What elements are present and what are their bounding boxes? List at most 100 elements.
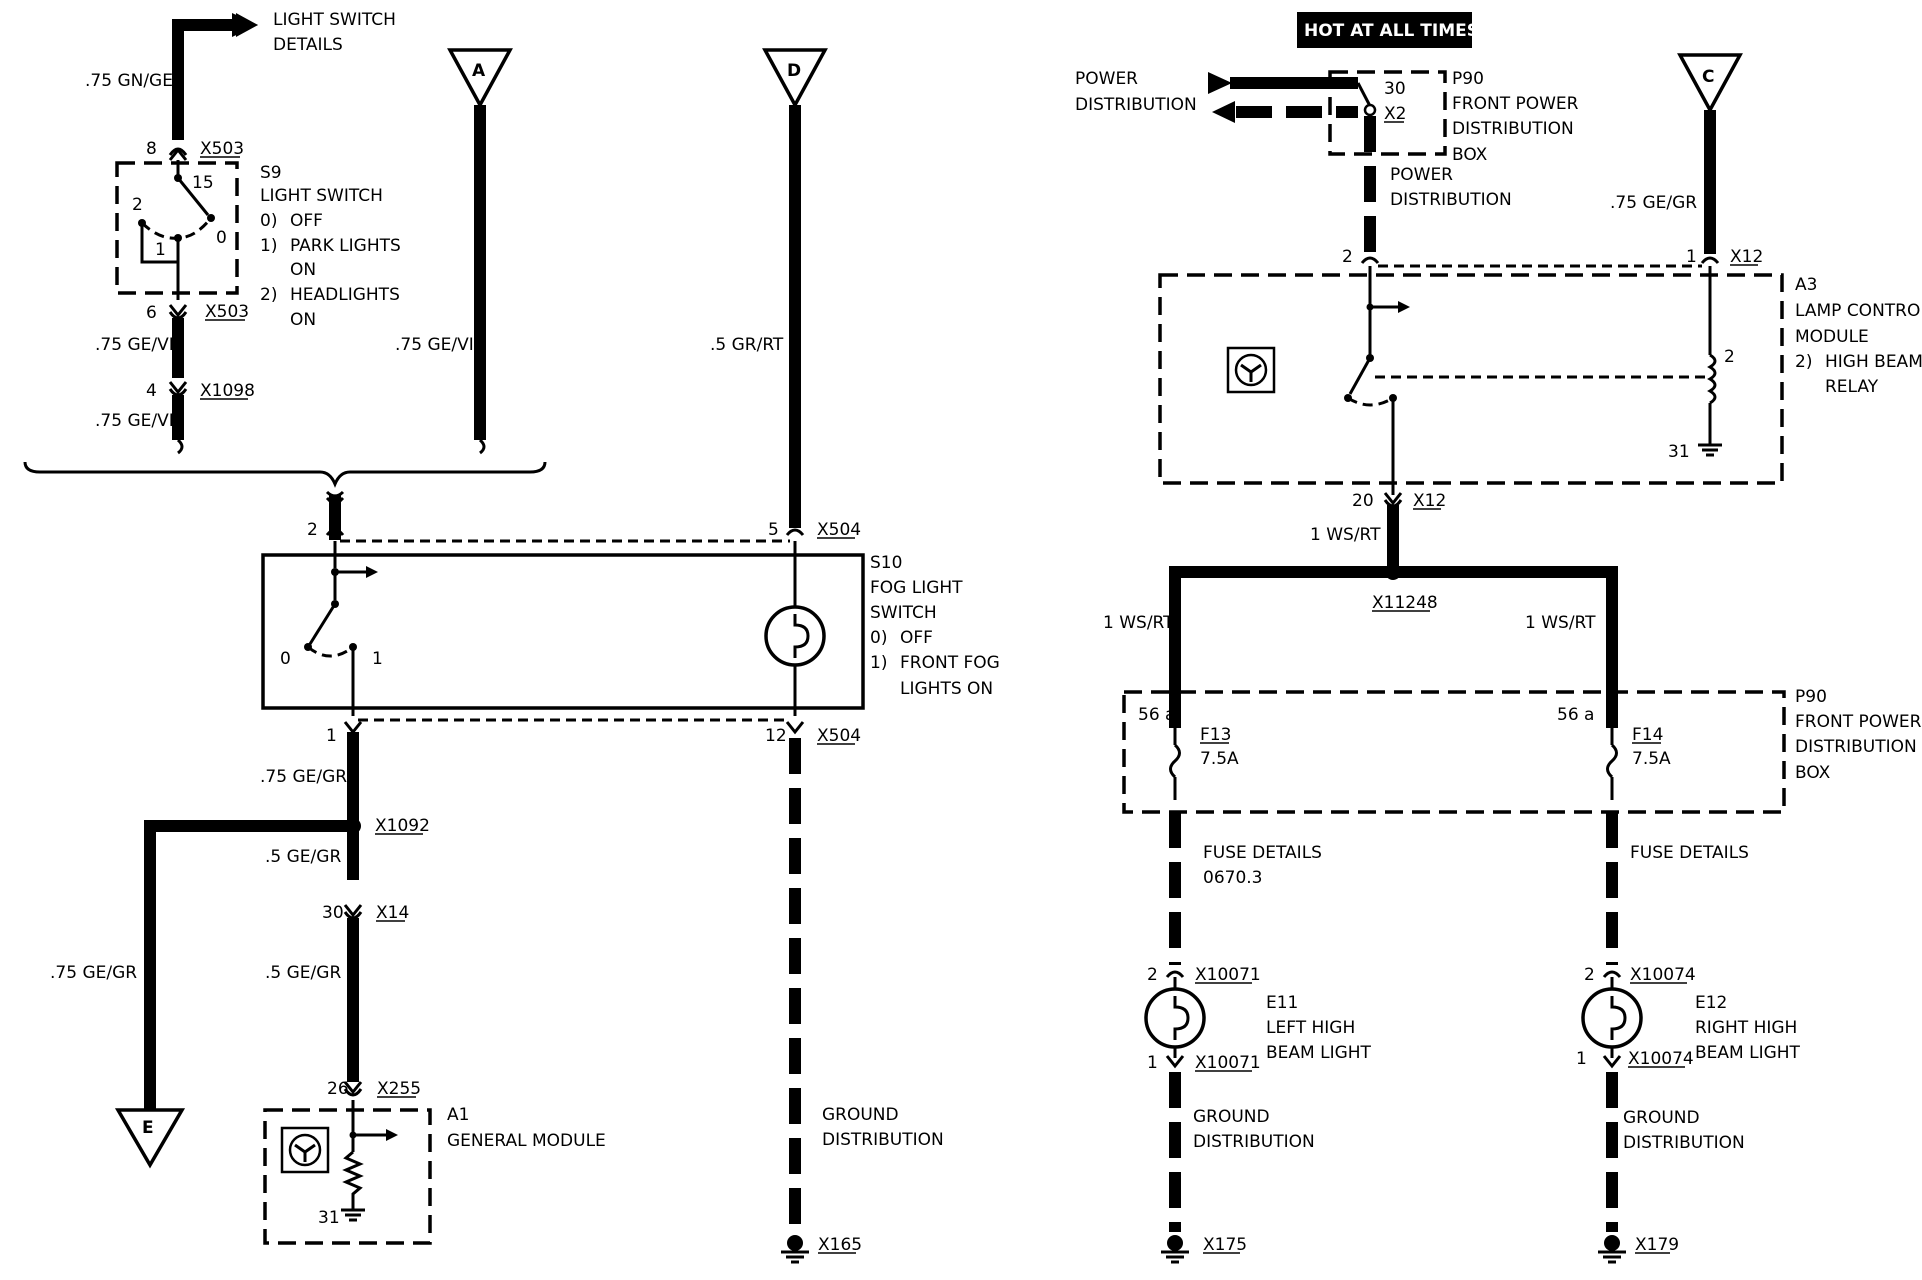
resistor-icon — [342, 1150, 364, 1210]
a1-name: GENERAL MODULE — [447, 1131, 606, 1151]
wire-label-ws-rt-main: 1 WS/RT — [1310, 525, 1381, 545]
connector-x175: X175 — [1203, 1235, 1247, 1255]
pin-56a-right: 56 a — [1557, 705, 1594, 725]
wire-label-ge-gr-c: .75 GE/GR — [1610, 193, 1697, 213]
offpage-e-label: E — [142, 1118, 154, 1138]
connector-x10074-top: X10074 — [1630, 965, 1696, 985]
wire-label-ge-vi-a: .75 GE/VI — [395, 335, 474, 355]
pin-1-e12: 1 — [1576, 1049, 1587, 1069]
ground-icon — [341, 1208, 365, 1222]
ground-distribution-label-2: DISTRIBUTION — [822, 1130, 944, 1150]
s9-pos-2: 2 — [132, 195, 143, 215]
connector-x1098-icon — [168, 381, 188, 397]
p90-fuse-name-3: BOX — [1795, 763, 1831, 783]
wire-label-ge-gr-5b: .5 GE/GR — [265, 963, 341, 983]
pin-2-s10: 2 — [307, 520, 318, 540]
fuse-f14-icon — [1606, 743, 1618, 779]
wire-label-ws-rt-left: 1 WS/RT — [1103, 613, 1174, 633]
pin-30-x14: 30 — [322, 903, 344, 923]
s9-state-2-text: HEADLIGHTS — [290, 285, 400, 305]
wire-label-ge-vi-2: .75 GE/VI — [95, 411, 174, 431]
power-distribution-down-label-1: POWER — [1390, 165, 1453, 185]
e12-name-1: RIGHT HIGH — [1695, 1018, 1797, 1038]
e12-name-2: BEAM LIGHT — [1695, 1043, 1801, 1063]
offpage-d-icon: D — [762, 48, 828, 109]
pin-31-a3: 31 — [1668, 442, 1690, 462]
pin-20: 20 — [1352, 491, 1374, 511]
p90-top-id: P90 — [1452, 69, 1484, 89]
pin-2-a3: 2 — [1342, 247, 1353, 267]
fuse-f13-icon — [1169, 743, 1181, 779]
f14-id: F14 — [1632, 725, 1663, 745]
s10-state-1-num: 1) — [870, 653, 887, 673]
s10-name-1: FOG LIGHT — [870, 578, 963, 598]
pin-1-e11: 1 — [1147, 1053, 1158, 1073]
connector-x255-icon — [343, 1081, 363, 1097]
s10-name-2: SWITCH — [870, 603, 937, 623]
ground-icon — [1598, 1250, 1626, 1264]
s9-state-1-text-2: ON — [290, 260, 316, 280]
a3-lamp-control-module-box — [1158, 273, 1784, 485]
light-switch-details-feed — [172, 13, 258, 140]
wire-label-ge-gr-5a: .5 GE/GR — [265, 847, 341, 867]
connector-x10074-top-icon — [1602, 970, 1622, 978]
pin-56a-left: 56 a — [1138, 705, 1175, 725]
offpage-c-label: C — [1702, 67, 1714, 87]
a3-state-text-1: HIGH BEAM — [1825, 352, 1922, 372]
pin-12: 12 — [765, 726, 787, 746]
p90-top-box — [1328, 70, 1447, 156]
connector-x503-bottom: X503 — [205, 302, 249, 322]
connector-s10-pin1-icon — [343, 721, 363, 735]
wire-label-ge-gr-e: .75 GE/GR — [50, 963, 137, 983]
offpage-c-icon: C — [1677, 53, 1743, 114]
actuator-arrow-icon — [366, 566, 378, 578]
wire-label-gn-ge: .75 GN/GE — [85, 71, 173, 91]
s10-pos-0: 0 — [280, 649, 291, 669]
ground-icon — [1698, 443, 1722, 457]
p90-fuse-name-2: DISTRIBUTION — [1795, 737, 1917, 757]
wire-label-ge-gr-75: .75 GE/GR — [260, 767, 347, 787]
s9-state-0-text: OFF — [290, 211, 323, 231]
s10-fog-light-switch-box — [261, 553, 865, 710]
s10-state-0-num: 0) — [870, 628, 887, 648]
wire-label-ge-vi-1: .75 GE/VI — [95, 335, 174, 355]
p90-fuse-name-1: FRONT POWER — [1795, 712, 1922, 732]
pin-2-e12: 2 — [1584, 965, 1595, 985]
connector-x12-top-icon — [1700, 256, 1720, 264]
e11-id: E11 — [1266, 993, 1298, 1013]
wire-label-ws-rt-right: 1 WS/RT — [1525, 613, 1596, 633]
connector-x1098: X1098 — [200, 381, 255, 401]
power-distribution-in-label-1: POWER — [1075, 69, 1138, 89]
connector-s10-pin2-icon — [325, 528, 345, 536]
hot-at-all-times-text: HOT AT ALL TIMES — [1304, 21, 1479, 41]
a3-id: A3 — [1795, 275, 1817, 295]
connector-x1092: X1092 — [375, 816, 430, 836]
s9-name: LIGHT SWITCH — [260, 186, 383, 206]
pin-2-coil: 2 — [1724, 347, 1735, 367]
p90-top-name-3: BOX — [1452, 145, 1488, 165]
s10-state-0-text: OFF — [900, 628, 933, 648]
connector-x2: X2 — [1384, 104, 1406, 124]
connector-x503-top-icon — [168, 147, 188, 161]
a3-state-num: 2) — [1795, 352, 1812, 372]
e11-name-2: BEAM LIGHT — [1266, 1043, 1372, 1063]
f14-rating: 7.5A — [1632, 749, 1671, 769]
connector-x12-bottom: X12 — [1413, 491, 1446, 511]
offpage-a-icon: A — [447, 48, 513, 109]
s10-state-1-text-2: LIGHTS ON — [900, 679, 993, 699]
connector-x10074-bottom: X10074 — [1628, 1049, 1694, 1069]
connector-x14: X14 — [376, 903, 409, 923]
s9-pos-0: 0 — [216, 228, 227, 248]
connector-x10071-bottom: X10071 — [1195, 1053, 1261, 1073]
connector-x10074-bottom-icon — [1602, 1055, 1622, 1069]
fuse-details-left-2: 0670.3 — [1203, 868, 1262, 888]
ground-distribution-label-1: GROUND — [822, 1105, 899, 1125]
connector-a3-pin2-icon — [1360, 256, 1380, 264]
ground-distribution-right-1: GROUND — [1623, 1108, 1700, 1128]
wire-label-gr-rt: .5 GR/RT — [710, 335, 784, 355]
s9-state-1-text: PARK LIGHTS — [290, 236, 401, 256]
a1-id: A1 — [447, 1105, 469, 1125]
a3-relay-contact — [1348, 357, 1372, 395]
pin-15: 15 — [192, 173, 214, 193]
